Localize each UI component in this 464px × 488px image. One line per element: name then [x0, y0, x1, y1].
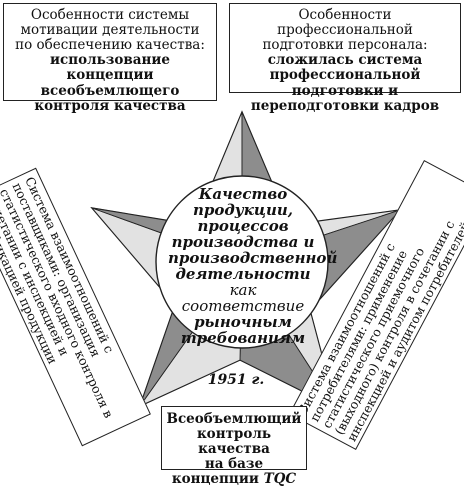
tqc-line-2: контроль качества — [196, 426, 272, 458]
center-title: Качество продукции, процессов производст… — [168, 185, 338, 284]
year-label: 1951 г. — [207, 372, 265, 388]
motivation-label: Особенности системы мотивации деятельнос… — [15, 7, 205, 54]
training-label: Особенности профессиональной подготовки … — [262, 7, 428, 54]
tqc-line-1: Всеобъемлющий — [166, 411, 302, 427]
center-text: Качество продукции, процессов производст… — [168, 185, 338, 348]
center-subtitle: рыночным требованиям — [180, 313, 306, 348]
tqc-box: Всеобъемлющий контроль качества на базе … — [161, 406, 307, 487]
training-box: Особенности профессиональной подготовки … — [229, 3, 461, 113]
motivation-value: использование концепции всеобъемлющего к… — [34, 52, 186, 114]
training-value: сложилась система профессиональной подго… — [250, 52, 440, 114]
motivation-box: Особенности системы мотивации деятельнос… — [3, 3, 217, 113]
tqc-line-3: на базе концепции — [171, 456, 264, 488]
center-connector: как соответствие — [181, 281, 305, 316]
tqc-abbrev: TQC — [263, 471, 297, 488]
center-circle — [155, 175, 329, 349]
